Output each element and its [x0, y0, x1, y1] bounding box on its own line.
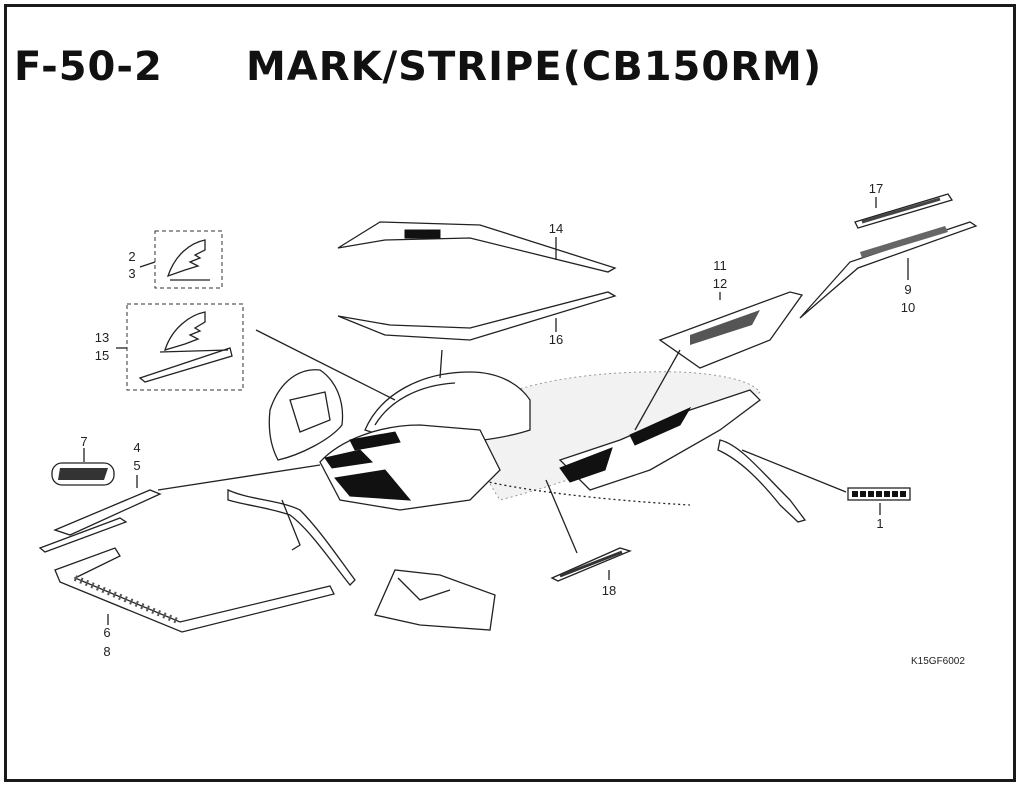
front-fender-outline — [227, 488, 356, 586]
belly-pan-outline — [374, 569, 496, 631]
callout-2: 2 — [128, 249, 135, 264]
tank-shroud-outline — [319, 424, 501, 511]
callout-13: 13 — [95, 330, 109, 345]
callout-5: 5 — [133, 458, 140, 473]
callout-11: 11 — [713, 258, 727, 273]
callout-9: 9 — [904, 282, 911, 297]
wing-emblem-box-2-3 — [154, 230, 223, 289]
stripe-9-10 — [799, 221, 978, 319]
callout-8: 8 — [103, 644, 110, 659]
motorcycle-body — [319, 371, 807, 523]
figure-title: MARK/STRIPE(CB150RM) — [246, 44, 823, 90]
shroud-stripe-mark — [334, 469, 412, 501]
tank-stripe-14 — [337, 221, 617, 273]
tank-stripe-16 — [337, 291, 617, 341]
callout-7: 7 — [80, 434, 87, 449]
stripe-4-5 — [53, 489, 162, 536]
footer-reference: K15GF6002 — [911, 656, 965, 667]
wing-emblem-icon — [166, 239, 206, 278]
callout-4: 4 — [133, 440, 140, 455]
callout-12: 12 — [713, 276, 727, 291]
leader-lines — [83, 197, 909, 625]
figure-code: F-50-2 — [14, 44, 163, 90]
callout-14: 14 — [549, 221, 563, 236]
wing-emblem-box-13-15 — [126, 303, 244, 391]
callout-10: 10 — [901, 300, 915, 315]
callout-15: 15 — [95, 348, 109, 363]
callout-17: 17 — [869, 181, 883, 196]
callout-16: 16 — [549, 332, 563, 347]
callout-6: 6 — [103, 625, 110, 640]
callout-1: 1 — [876, 516, 883, 531]
callout-3: 3 — [128, 266, 135, 281]
callout-18: 18 — [602, 583, 616, 598]
headlight-cowl-outline — [268, 369, 344, 461]
rear-fender-outline — [717, 439, 807, 523]
wing-emblem-icon-large — [164, 311, 206, 351]
rear-cowl-stripe-mark — [559, 447, 613, 483]
fairing-stripe-6-8 — [54, 547, 335, 633]
